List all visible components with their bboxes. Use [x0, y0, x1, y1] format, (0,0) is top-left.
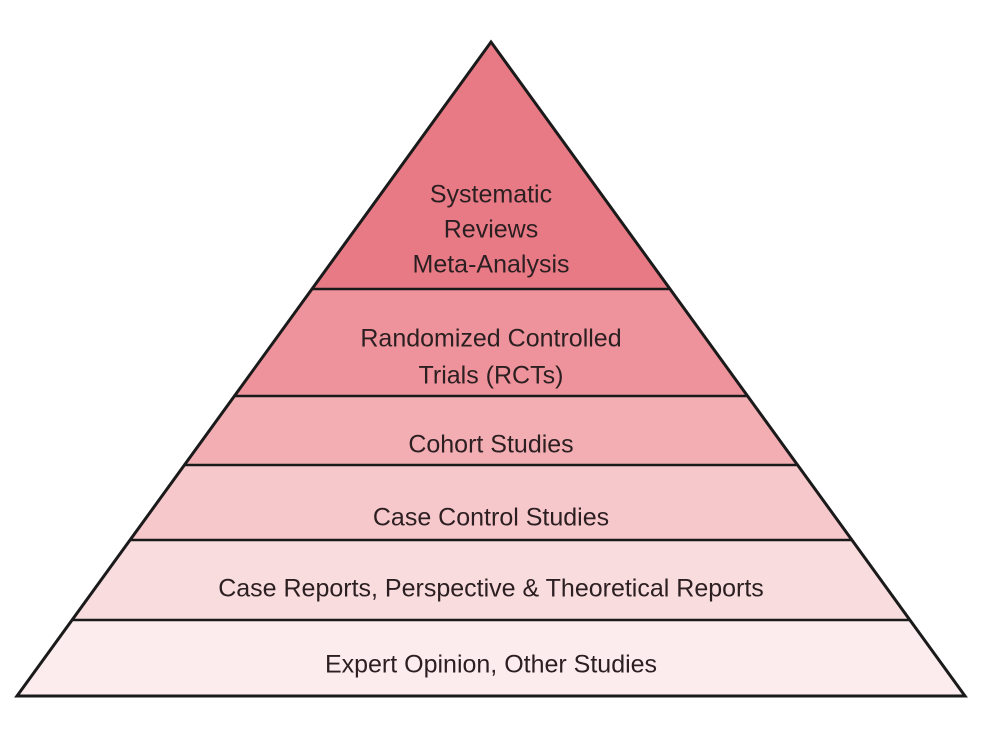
tier-2-shape	[234, 289, 748, 396]
tier-5-label: Case Reports, Perspective & Theoretical …	[218, 575, 764, 603]
tier-shapes	[17, 42, 965, 696]
tier-3-label: Cohort Studies	[408, 431, 573, 459]
tier-6-shape	[17, 620, 965, 696]
tier-4-label: Case Control Studies	[373, 504, 609, 532]
tier-3-shape	[184, 396, 798, 465]
tier-labels: Systematic Reviews Meta-Analysis Randomi…	[218, 181, 764, 679]
pyramid-outline	[14, 39, 968, 698]
tier-2-label-line-1: Randomized Controlled	[360, 325, 621, 353]
tier-1-label-line-1: Systematic	[430, 181, 552, 209]
tier-1-shape	[311, 42, 671, 289]
tier-4-shape	[130, 465, 852, 540]
tier-1-label-line-2: Reviews	[444, 216, 538, 244]
tier-dividers	[72, 287, 910, 622]
tier-5-shape	[72, 540, 910, 620]
tier-2-label-line-2: Trials (RCTs)	[419, 362, 564, 390]
tier-6-label: Expert Opinion, Other Studies	[325, 651, 657, 679]
tier-1-label-line-3: Meta-Analysis	[413, 251, 570, 279]
